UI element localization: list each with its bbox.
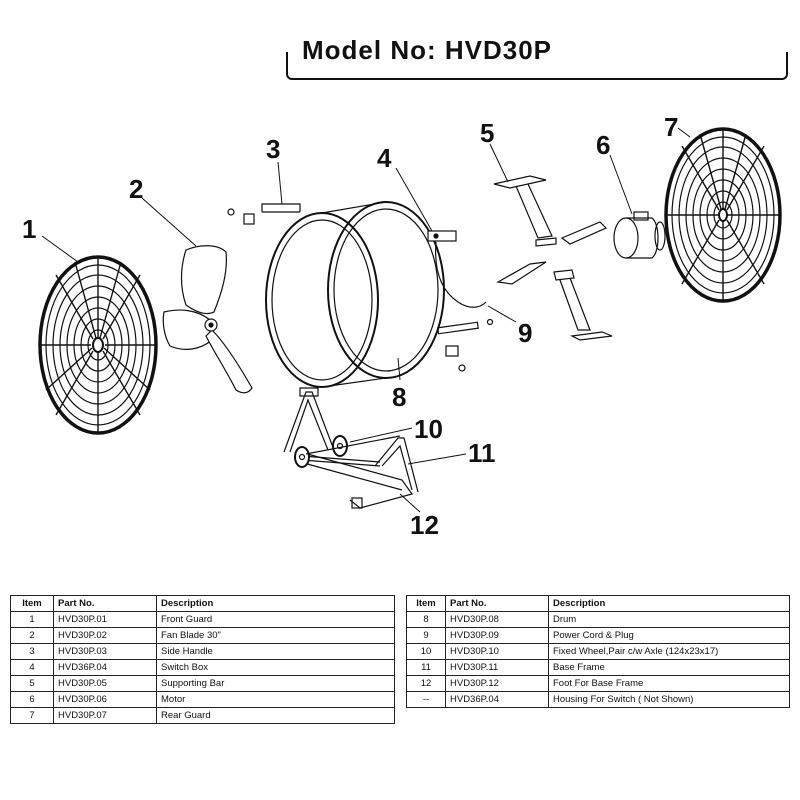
- cell-item: 12: [406, 675, 446, 692]
- cell-description: Supporting Bar: [156, 675, 395, 692]
- column-header-item: Item: [406, 595, 446, 612]
- cell-item: 6: [10, 691, 54, 708]
- base-frame-drawing: [283, 387, 419, 509]
- front-guard-drawing: [38, 255, 158, 435]
- cell-item: 9: [406, 627, 446, 644]
- cell-description: Fixed Wheel,Pair c/w Axle (124x23x17): [548, 643, 790, 660]
- callout-8: 8: [392, 382, 407, 412]
- rear-guard-drawing: [664, 127, 782, 303]
- supporting-bar-drawing: [493, 175, 613, 341]
- cell-part-no: HVD30P.01: [53, 611, 157, 628]
- cell-item: 5: [10, 675, 54, 692]
- column-header-description: Description: [156, 595, 395, 612]
- table-header-row: Item Part No. Description: [10, 595, 395, 612]
- cell-item: 1: [10, 611, 54, 628]
- cell-item: 11: [406, 659, 446, 676]
- cell-description: Front Guard: [156, 611, 395, 628]
- callout-3: 3: [266, 134, 281, 164]
- cell-part-no: HVD30P.02: [53, 627, 157, 644]
- cell-description: Foot For Base Frame: [548, 675, 790, 692]
- cell-description: Rear Guard: [156, 707, 395, 724]
- cell-part-no: HVD30P.06: [53, 691, 157, 708]
- cell-description: Power Cord & Plug: [548, 627, 790, 644]
- cell-part-no: HVD30P.09: [445, 627, 549, 644]
- drum-drawing: [265, 201, 445, 388]
- switch-box-drawing: [427, 230, 457, 242]
- callout-6: 6: [596, 130, 611, 160]
- cell-description: Side Handle: [156, 643, 395, 660]
- cell-item: --: [406, 691, 446, 708]
- callout-12: 12: [410, 510, 439, 540]
- callout-2: 2: [129, 174, 144, 204]
- exploded-view-diagram: [38, 127, 782, 513]
- model-title: Model No: HVD30P: [302, 35, 553, 65]
- cell-part-no: HVD30P.03: [53, 643, 157, 660]
- model-title-box: Model No: HVD30P: [286, 35, 788, 80]
- cell-part-no: HVD30P.11: [445, 659, 549, 676]
- column-header-part-no: Part No.: [445, 595, 549, 612]
- cell-part-no: HVD30P.10: [445, 643, 549, 660]
- column-header-description: Description: [548, 595, 790, 612]
- callout-11: 11: [468, 438, 496, 468]
- motor-drawing: [613, 211, 666, 259]
- callout-9: 9: [518, 318, 533, 348]
- cell-part-no: HVD36P.04: [445, 691, 549, 708]
- leader-lines: [41, 127, 691, 513]
- power-cord-drawing: [435, 241, 494, 372]
- cell-item: 3: [10, 643, 54, 660]
- column-header-part-no: Part No.: [53, 595, 157, 612]
- cell-description: Drum: [548, 611, 790, 628]
- cell-item: 2: [10, 627, 54, 644]
- fan-blade-drawing: [162, 245, 253, 394]
- cell-description: Switch Box: [156, 659, 395, 676]
- cell-item: 8: [406, 611, 446, 628]
- callout-1: 1: [22, 214, 37, 244]
- callout-4: 4: [377, 143, 392, 173]
- callout-10: 10: [414, 414, 443, 444]
- table-header-row: Item Part No. Description: [406, 595, 790, 612]
- cell-item: 4: [10, 659, 54, 676]
- side-handle-drawing: [227, 203, 301, 225]
- cell-description: Fan Blade 30": [156, 627, 395, 644]
- cell-description: Motor: [156, 691, 395, 708]
- cell-part-no: HVD36P.04: [53, 659, 157, 676]
- cell-part-no: HVD30P.12: [445, 675, 549, 692]
- cell-description: Base Frame: [548, 659, 790, 676]
- cell-part-no: HVD30P.07: [53, 707, 157, 724]
- cell-item: 7: [10, 707, 54, 724]
- cell-part-no: HVD30P.05: [53, 675, 157, 692]
- callout-5: 5: [480, 118, 495, 148]
- callout-7: 7: [664, 112, 679, 142]
- column-header-item: Item: [10, 595, 54, 612]
- cell-item: 10: [406, 643, 446, 660]
- cell-part-no: HVD30P.08: [445, 611, 549, 628]
- cell-description: Housing For Switch ( Not Shown): [548, 691, 790, 708]
